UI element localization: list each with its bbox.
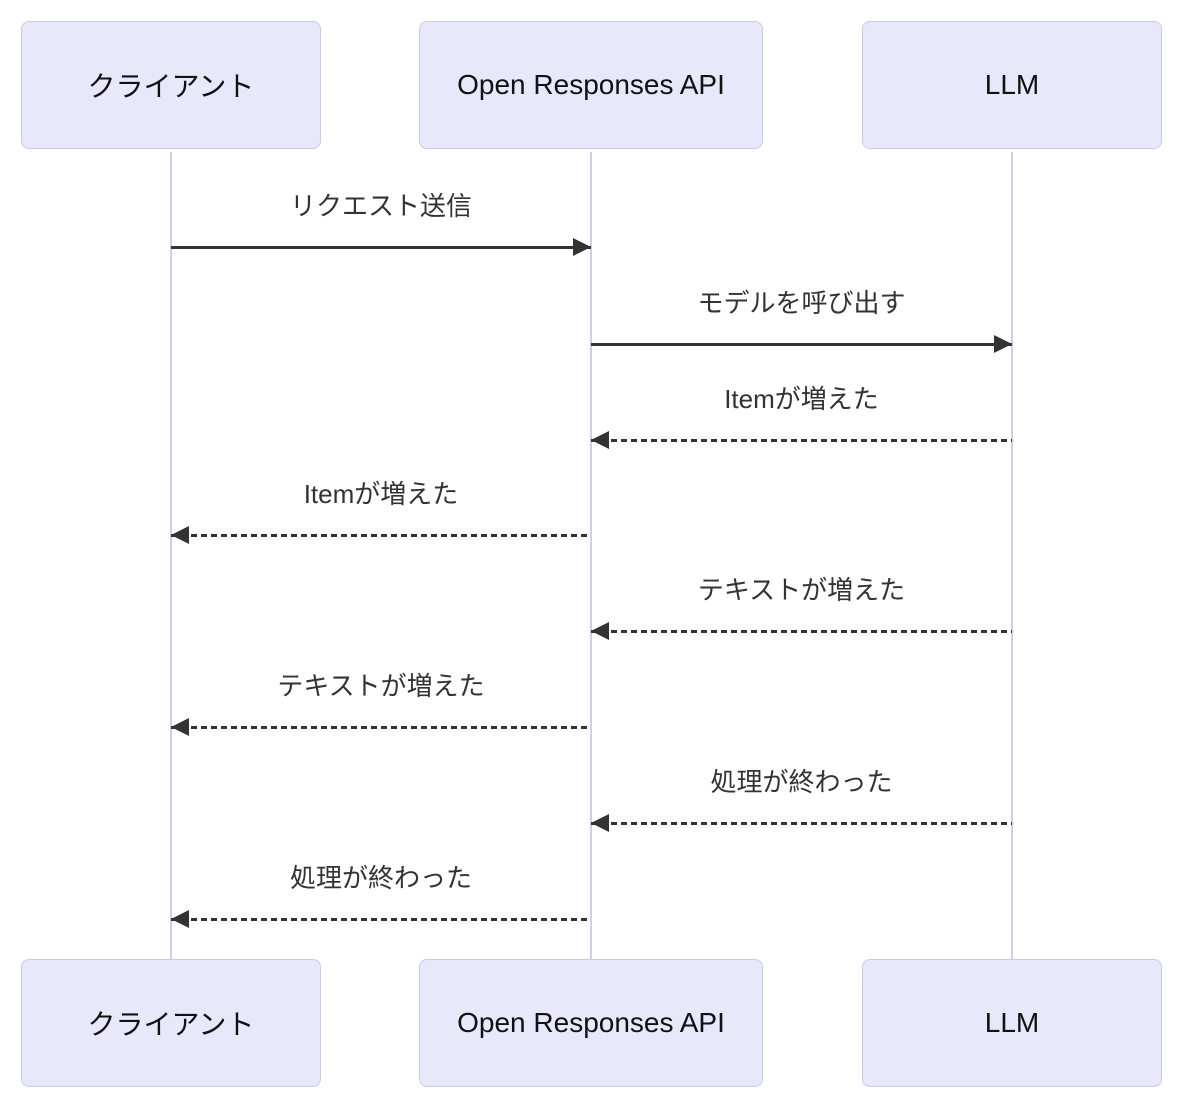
message-0-arrowhead-icon [573,238,591,256]
lifeline-llm [1011,152,1013,959]
actor-bottom-api: Open Responses API [419,959,763,1087]
message-6-label: 処理が終わった [710,767,893,797]
message-7-arrowhead-icon [171,910,189,928]
message-0-line [171,246,591,249]
actor-bottom-llm: LLM [862,959,1162,1087]
message-2-label: Itemが増えた [724,384,879,414]
message-1-line [591,343,1012,346]
message-0-label: リクエスト送信 [289,191,472,221]
message-2-arrowhead-icon [591,431,609,449]
message-3-line [171,534,591,537]
actor-bottom-client: クライアント [21,959,321,1087]
actor-top-api: Open Responses API [419,21,763,149]
message-4-line [591,630,1012,633]
message-4-arrowhead-icon [591,622,609,640]
message-5-arrowhead-icon [171,718,189,736]
actor-top-client: クライアント [21,21,321,149]
message-5-line [171,726,591,729]
message-6-line [591,822,1012,825]
message-6-arrowhead-icon [591,814,609,832]
lifeline-api [590,152,592,959]
message-3-label: Itemが増えた [303,479,459,509]
lifeline-client [170,152,172,959]
message-3-arrowhead-icon [171,526,189,544]
message-7-line [171,918,591,921]
message-5-label: テキストが増えた [277,671,485,701]
message-7-label: 処理が終わった [289,863,472,893]
message-1-label: モデルを呼び出す [697,288,906,318]
message-1-arrowhead-icon [994,335,1012,353]
message-2-line [591,439,1012,442]
actor-top-llm: LLM [862,21,1162,149]
message-4-label: テキストが増えた [697,575,906,605]
